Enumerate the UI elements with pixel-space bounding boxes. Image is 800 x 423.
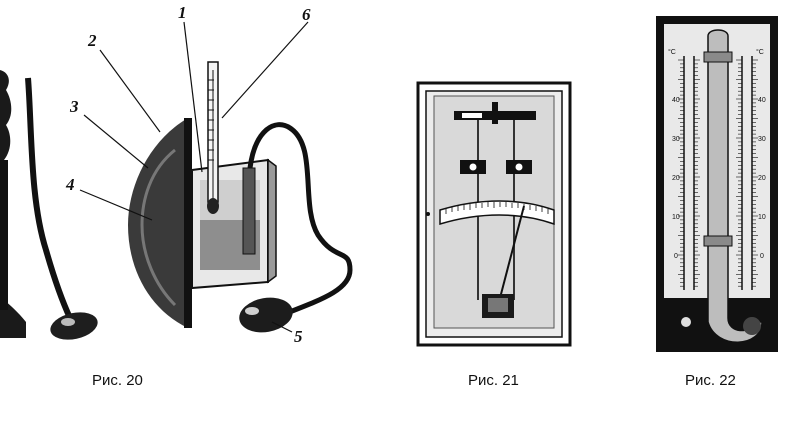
callout-5: 5 bbox=[294, 327, 303, 346]
scale-label-right-0: 0 bbox=[760, 253, 764, 260]
scale-label-left-0: 0 bbox=[674, 253, 678, 260]
scale-label-left-20: 20 bbox=[672, 175, 680, 182]
figure-20-illustration: 1 2 3 4 5 6 bbox=[0, 3, 353, 346]
bulb-left bbox=[50, 312, 98, 340]
scale-label-left-30: 30 bbox=[672, 136, 680, 143]
scale-label-left-40: 40 bbox=[672, 97, 680, 104]
pump-bulb bbox=[239, 297, 293, 333]
callout-2: 2 bbox=[87, 31, 97, 50]
callout-1: 1 bbox=[178, 3, 187, 22]
figure-21-illustration bbox=[416, 81, 572, 347]
thermometer-rod bbox=[207, 61, 219, 214]
scale-label-right-10: 10 bbox=[758, 214, 766, 221]
polished-ring bbox=[128, 118, 188, 328]
scale-label-right-20: 20 bbox=[758, 175, 766, 182]
air-tube-left bbox=[25, 77, 73, 320]
unit-left: °C bbox=[668, 48, 676, 56]
callout-3: 3 bbox=[69, 97, 79, 116]
metal-chamber bbox=[191, 158, 277, 290]
callout-4: 4 bbox=[65, 175, 75, 194]
callout-6: 6 bbox=[302, 5, 311, 24]
caption-figure-20: Рис. 20 bbox=[92, 372, 143, 389]
scale-label-right-30: 30 bbox=[758, 136, 766, 143]
caption-figure-21: Рис. 21 bbox=[468, 372, 519, 389]
figure-22-illustration bbox=[656, 16, 778, 352]
air-tube-right bbox=[247, 122, 353, 318]
callout-leaders bbox=[79, 21, 309, 333]
scale-label-left-10: 10 bbox=[672, 214, 680, 221]
scale-label-right-40: 40 bbox=[758, 97, 766, 104]
unit-right: °C bbox=[756, 48, 764, 56]
caption-figure-22: Рис. 22 bbox=[685, 372, 736, 389]
stand-fragment bbox=[0, 70, 26, 338]
